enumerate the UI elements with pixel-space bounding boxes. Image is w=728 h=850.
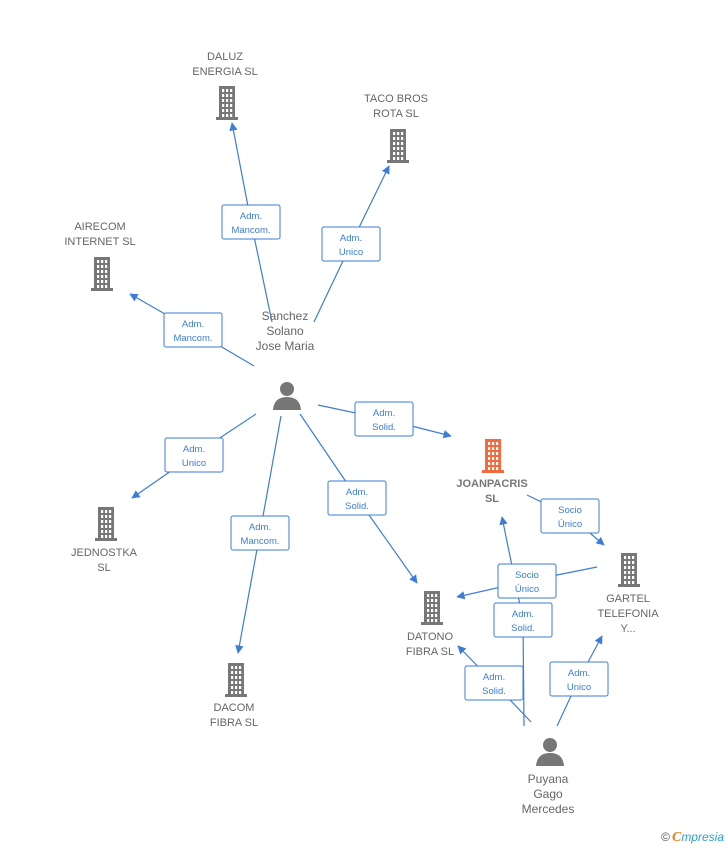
edge-label-box (497, 563, 557, 599)
edge-label[interactable]: Adm. Unico (549, 661, 609, 697)
node-label: AIRECOM (74, 221, 125, 233)
node-label: FIBRA SL (210, 717, 258, 729)
building-icon (95, 507, 117, 541)
edge-label-text: Adm. (483, 672, 505, 683)
edge-label[interactable]: Adm. Unico (164, 437, 224, 473)
brand-initial: C (671, 830, 682, 845)
edge-label-text: Socio (515, 570, 539, 581)
node-dacom[interactable]: DACOM FIBRA SL (210, 663, 258, 729)
node-label: GARTEL (606, 593, 650, 605)
edge-label[interactable]: Adm. Solid. (493, 602, 553, 638)
edge-label-text: Adm. (512, 609, 534, 620)
edge-labels-layer: Adm.Mancom.Adm.UnicoAdm.Mancom.Adm.Solid… (163, 204, 609, 701)
node-label: DALUZ (207, 51, 243, 63)
node-label: Solano (266, 324, 304, 338)
edge-label-text: Solid. (372, 422, 396, 433)
edge-label-text: Adm. (183, 444, 205, 455)
edge-label-text: Adm. (240, 211, 262, 222)
node-airecom[interactable]: AIRECOM INTERNET SL (64, 221, 136, 291)
node-daluz[interactable]: DALUZ ENERGIA SL (192, 51, 258, 120)
edge-label[interactable]: Adm. Unico (321, 226, 381, 262)
edge-label[interactable]: Adm. Solid. (327, 480, 387, 516)
node-label: JOANPACRIS (456, 478, 527, 490)
node-label: SL (97, 562, 110, 574)
edge-label-text: Adm. (373, 408, 395, 419)
edge-label-text: Solid. (511, 623, 535, 634)
brand-name: mpresia (681, 830, 724, 844)
node-gartel[interactable]: GARTEL TELEFONIA Y... (597, 553, 659, 635)
edge-label[interactable]: Adm. Mancom. (221, 204, 281, 240)
edge-label-box (163, 312, 223, 348)
edge-label-text: Solid. (482, 686, 506, 697)
edge-label-text: Único (558, 519, 582, 530)
edge-label-text: Adm. (568, 668, 590, 679)
edge-label[interactable]: Adm. Solid. (354, 401, 414, 437)
edge-label-text: Adm. (249, 522, 271, 533)
edge-label[interactable]: Adm. Mancom. (163, 312, 223, 348)
person-icon (273, 382, 301, 410)
edge-label-text: Mancom. (240, 536, 279, 547)
edge-label-box (549, 661, 609, 697)
node-tacobros[interactable]: TACO BROS ROTA SL (364, 93, 428, 163)
building-icon (225, 663, 247, 697)
edge-label[interactable]: Adm. Solid. (464, 665, 524, 701)
copyright-symbol: © (661, 830, 670, 844)
node-joanpacris[interactable]: JOANPACRIS SL (456, 439, 528, 505)
node-label: DACOM (214, 702, 255, 714)
edge-label-box (493, 602, 553, 638)
node-label: Gago (533, 787, 563, 801)
edge-label-text: Adm. (182, 319, 204, 330)
node-label: JEDNOSTKA (71, 547, 138, 559)
edge-label-box (321, 226, 381, 262)
nodes-layer: DALUZ ENERGIA SL TACO BROS ROTA SL AIRECOM IN… (64, 51, 659, 816)
node-label: INTERNET SL (64, 236, 135, 248)
building-icon (91, 257, 113, 291)
building-icon (216, 86, 238, 120)
edge-label-text: Socio (558, 505, 582, 516)
person-icon (536, 738, 564, 766)
building-icon (421, 591, 443, 625)
edge-label-text: Unico (567, 682, 591, 693)
edge-label-box (354, 401, 414, 437)
node-label: ENERGIA SL (192, 66, 257, 78)
edge-label-box (464, 665, 524, 701)
node-label: TACO BROS (364, 93, 428, 105)
edge-label-text: Mancom. (173, 333, 212, 344)
edge-label-box (540, 498, 600, 534)
node-label: FIBRA SL (406, 646, 454, 658)
node-label: Y... (620, 623, 635, 635)
node-datono[interactable]: DATONO FIBRA SL (406, 591, 454, 658)
edge-label-text: Adm. (346, 487, 368, 498)
node-label: SL (485, 493, 499, 505)
edge-label-text: Único (515, 584, 539, 595)
node-label: Jose Maria (256, 339, 315, 353)
node-jednostka[interactable]: JEDNOSTKA SL (71, 507, 138, 574)
node-label: Mercedes (522, 802, 575, 816)
node-label: Sanchez (262, 309, 309, 323)
building-icon (618, 553, 640, 587)
edge-label-box (221, 204, 281, 240)
edge-label[interactable]: Adm. Mancom. (230, 515, 290, 551)
node-label: ROTA SL (373, 108, 419, 120)
node-label: Puyana (528, 772, 569, 786)
node-label: DATONO (407, 631, 453, 643)
node-label: TELEFONIA (597, 608, 659, 620)
building-icon (482, 439, 504, 473)
edge-label-box (327, 480, 387, 516)
edge-label-text: Unico (339, 247, 363, 258)
building-icon (387, 129, 409, 163)
footer-brand[interactable]: ©Cmpresia (661, 830, 724, 846)
edge-label-box (164, 437, 224, 473)
edge-label-text: Adm. (340, 233, 362, 244)
edge-label-box (230, 515, 290, 551)
edge-label-text: Solid. (345, 501, 369, 512)
edge-label-text: Unico (182, 458, 206, 469)
edge-label-text: Mancom. (231, 225, 270, 236)
